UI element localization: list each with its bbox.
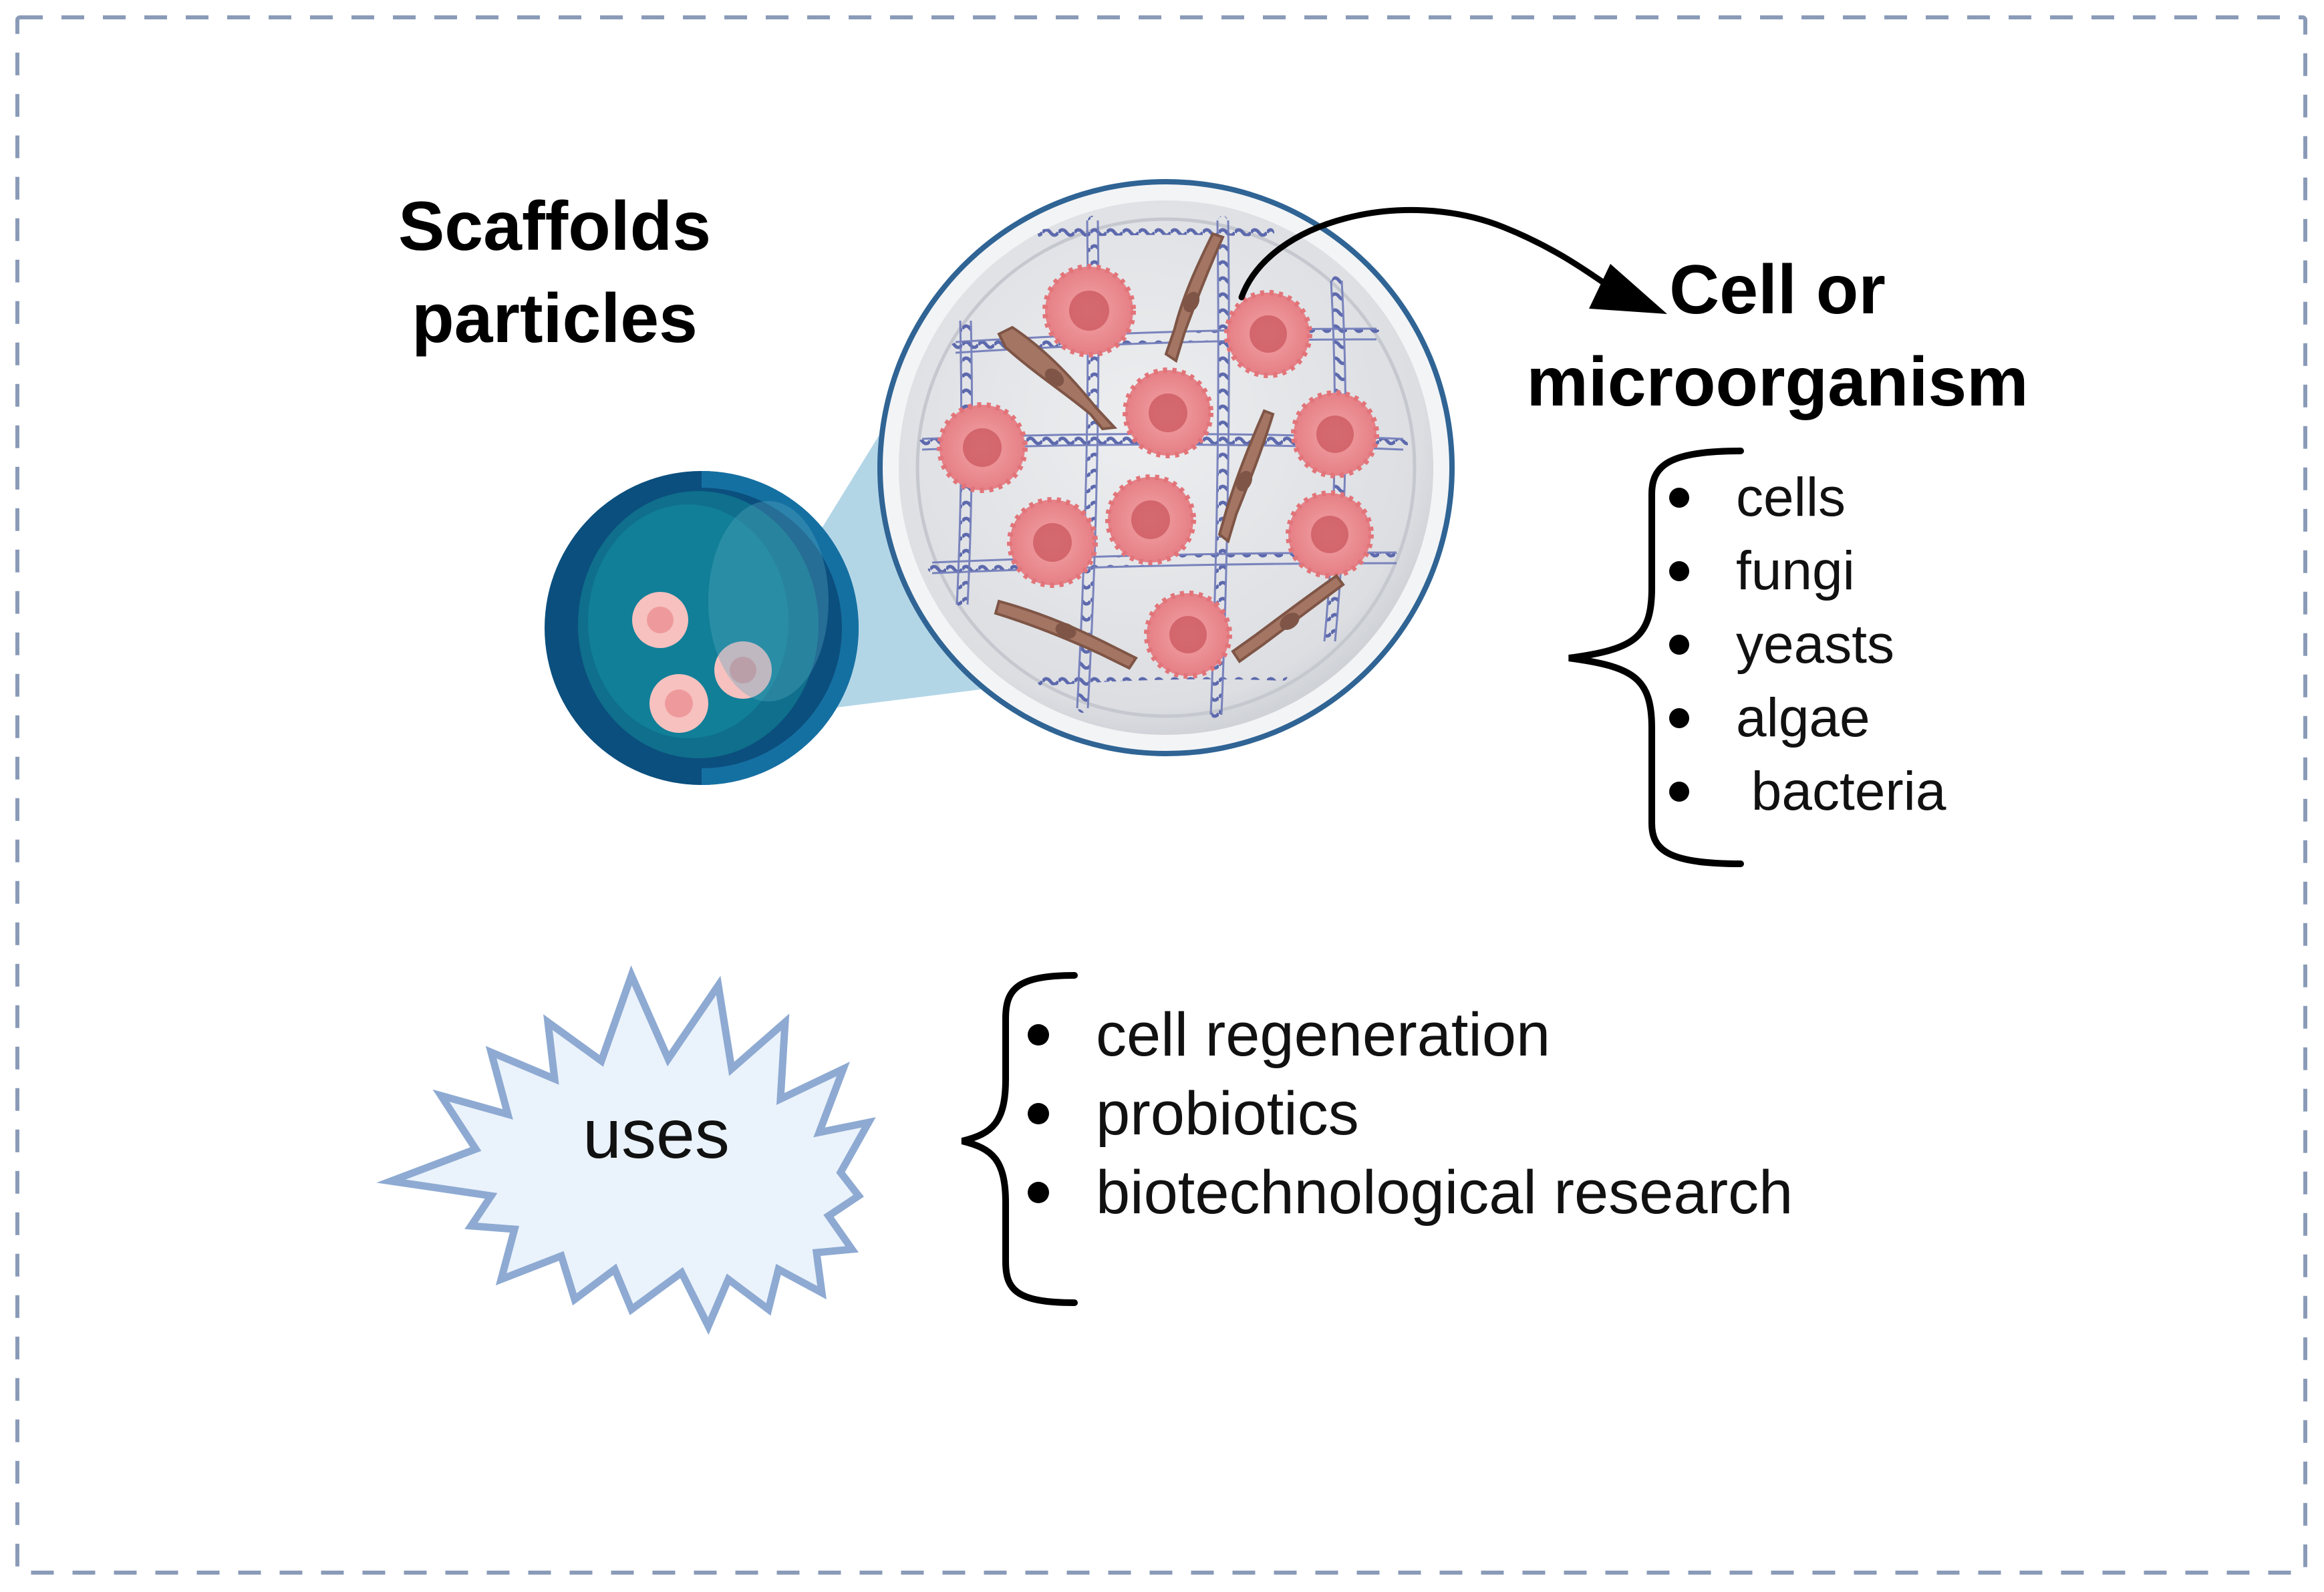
cell-mesh-icon <box>877 179 1455 756</box>
dashed-frame <box>15 15 2307 1575</box>
organism-type-list: cells fungi yeasts algae bacteria <box>1669 461 1946 828</box>
scaffold-particle-icon <box>545 471 859 785</box>
curved-arrow-icon <box>1238 207 1667 314</box>
organism-heading: Cell or microorganism <box>1503 244 2051 428</box>
organism-heading-line-1: Cell or <box>1669 251 1886 329</box>
uses-item: biotechnological research <box>1027 1153 1793 1232</box>
uses-list: cell regeneration probiotics biotechnolo… <box>1027 995 1793 1232</box>
spindle-cells <box>994 232 1345 670</box>
organism-type-item: cells <box>1669 461 1946 534</box>
uses-brace <box>961 972 1078 1306</box>
uses-label: uses <box>583 1096 730 1173</box>
scaffolds-heading-line-1: Scaffolds <box>398 188 712 265</box>
organism-type-item: bacteria <box>1669 755 1946 828</box>
uses-item: probiotics <box>1027 1074 1793 1153</box>
organism-brace <box>1568 448 1744 867</box>
starburst-icon <box>376 965 876 1335</box>
scaffolds-heading: Scaffolds particles <box>381 180 728 365</box>
organism-heading-line-2: microorganism <box>1526 343 2029 421</box>
scaffolds-heading-line-2: particles <box>412 280 698 357</box>
uses-item: cell regeneration <box>1027 995 1793 1074</box>
organism-type-item: algae <box>1669 681 1946 755</box>
organism-type-item: fungi <box>1669 534 1946 608</box>
round-cells <box>937 264 1379 679</box>
organism-type-item: yeasts <box>1669 608 1946 681</box>
